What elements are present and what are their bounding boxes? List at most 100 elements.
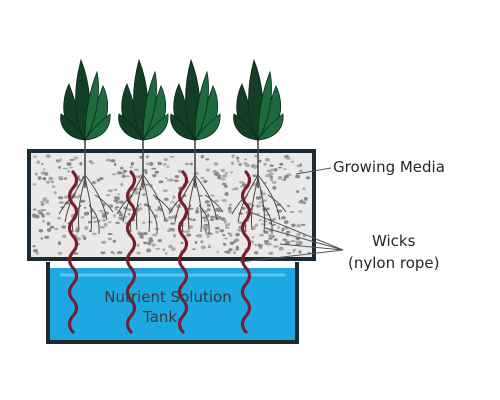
pebble: [215, 230, 219, 234]
pebble: [225, 226, 230, 229]
pebble: [231, 154, 235, 158]
pebble: [157, 206, 161, 210]
pebble: [101, 240, 107, 244]
pebble: [200, 176, 205, 180]
container-outline: [27, 149, 316, 261]
pebble: [180, 241, 184, 245]
pebble: [139, 155, 143, 159]
pebble: [239, 181, 244, 184]
pebble: [227, 222, 230, 227]
pebble: [114, 196, 118, 200]
pebble: [218, 210, 222, 213]
pebble: [66, 162, 72, 166]
leaf: [142, 113, 169, 141]
pebble: [91, 181, 96, 184]
pebble: [101, 212, 105, 215]
pebble: [217, 175, 222, 180]
pebble: [299, 163, 302, 167]
pebble: [42, 168, 46, 171]
pebble: [235, 232, 240, 237]
pebble: [272, 186, 277, 190]
pebble: [268, 237, 273, 240]
pebble: [113, 214, 116, 218]
pebble: [163, 219, 169, 222]
plant-2-roots: [116, 174, 172, 235]
plant-3-wick: [177, 170, 189, 334]
pebble: [59, 158, 62, 162]
pebble: [100, 251, 106, 255]
pebble: [144, 171, 148, 175]
pebble: [58, 201, 65, 205]
pebble: [300, 223, 306, 226]
pebble: [300, 199, 304, 204]
pebble: [162, 189, 168, 193]
pebble: [111, 173, 117, 176]
tank-outline: [46, 262, 299, 344]
pebble: [228, 209, 233, 214]
pebble: [117, 216, 121, 220]
pebble: [254, 223, 258, 227]
pebble: [88, 160, 93, 163]
pebble: [292, 249, 295, 253]
pebble: [113, 188, 118, 191]
pebble: [295, 174, 301, 179]
pebble: [80, 199, 86, 203]
pebble: [134, 168, 140, 171]
pebble: [174, 175, 180, 179]
pebble: [258, 219, 262, 222]
pebble: [177, 169, 183, 173]
pebble: [235, 245, 239, 250]
pebble: [139, 203, 142, 206]
pebble: [287, 204, 290, 207]
pebble: [169, 201, 175, 203]
pebble: [269, 164, 274, 167]
pebble: [285, 174, 289, 179]
pebble: [102, 219, 107, 222]
pebble: [41, 214, 45, 218]
pebble: [77, 175, 80, 178]
pebble: [205, 158, 210, 161]
pebble: [281, 227, 285, 232]
leaf: [84, 70, 99, 142]
pebble: [57, 241, 62, 246]
wicks-pointer-3: [279, 243, 344, 251]
pebble: [80, 216, 85, 219]
pebble: [170, 222, 176, 225]
pebble: [44, 172, 49, 176]
pebble: [125, 175, 130, 178]
pebble: [214, 199, 219, 203]
leaf: [118, 113, 144, 141]
pebble: [79, 162, 83, 166]
pebble: [62, 167, 68, 170]
pebble: [240, 185, 244, 188]
leaf: [233, 113, 259, 141]
pebble: [40, 200, 45, 204]
root-strand: [251, 177, 259, 231]
pebble: [109, 204, 113, 208]
root-strand: [94, 194, 114, 213]
pebble: [149, 161, 154, 166]
pebble: [67, 169, 70, 173]
pebble: [166, 179, 172, 182]
plants: [60, 58, 284, 142]
pebble: [186, 233, 192, 237]
pebble: [118, 213, 124, 217]
pebble: [162, 163, 167, 166]
root-strand: [152, 194, 172, 213]
pebble: [139, 232, 144, 236]
pebble: [215, 172, 220, 175]
root-strand: [116, 194, 134, 215]
pebble: [199, 194, 203, 197]
pebble: [112, 239, 117, 243]
plant-1-roots: [58, 174, 114, 235]
pebble: [107, 189, 113, 193]
pebble: [282, 238, 288, 242]
pebble: [263, 219, 268, 223]
pebble: [116, 171, 123, 175]
pebble: [244, 158, 247, 161]
pebble: [157, 239, 163, 243]
wicks-pointer-2: [264, 227, 344, 251]
pebble: [237, 159, 240, 163]
root-strand: [231, 194, 249, 215]
pebble: [203, 180, 207, 184]
